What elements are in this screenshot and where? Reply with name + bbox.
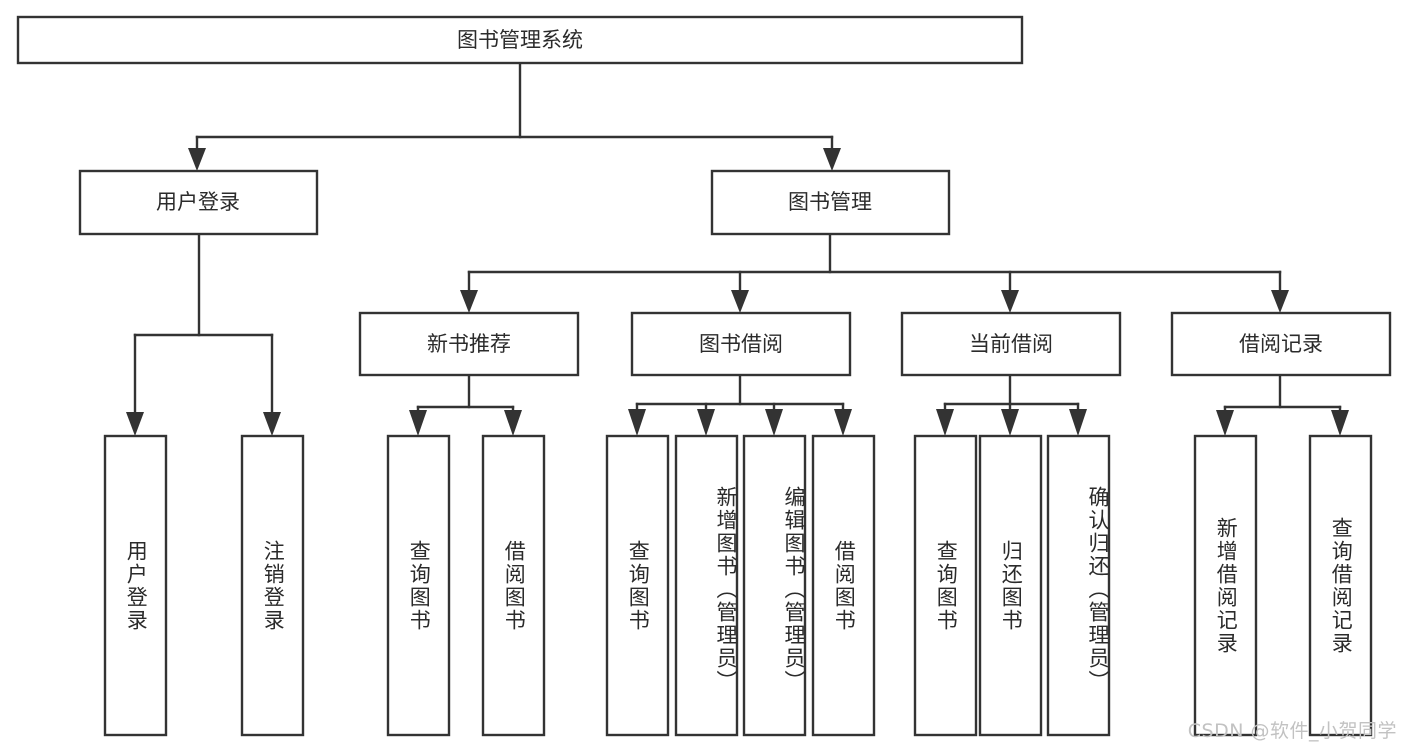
leaf-query-books-bb[interactable] <box>605 434 670 737</box>
csdn-watermark: CSDN @软件_小贺同学 <box>1187 720 1397 742</box>
node-book-management-label: 图书管理 <box>788 190 872 214</box>
node-borrow-records-label: 借阅记录 <box>1239 332 1323 356</box>
leaf-edit-book-admin[interactable] <box>742 434 807 737</box>
leaf-borrow-books-bb[interactable] <box>811 434 876 737</box>
node-book-borrow[interactable] <box>630 311 852 377</box>
arrowhead-br-leaf-2 <box>1331 410 1349 436</box>
arrowhead-current-borrow <box>1001 290 1019 313</box>
arrowhead-leaf-logout <box>263 412 281 436</box>
arrowhead-nb-leaf-1 <box>409 410 427 436</box>
leaf-borrow-books-nb[interactable] <box>481 434 546 737</box>
arrowhead-cb-leaf-2 <box>1001 409 1019 436</box>
leaf-user-login[interactable] <box>103 434 168 737</box>
node-user-login[interactable] <box>78 169 319 236</box>
node-current-borrow-label: 当前借阅 <box>969 332 1053 356</box>
node-current-borrow[interactable] <box>900 311 1122 377</box>
arrowhead-new-books <box>460 290 478 313</box>
node-new-book-recommend[interactable] <box>358 311 580 377</box>
arrowhead-book-borrow <box>731 290 749 313</box>
node-root-label: 图书管理系统 <box>457 28 583 52</box>
leaf-query-books-cb[interactable] <box>913 434 978 737</box>
arrowhead-br-leaf-1 <box>1216 410 1234 436</box>
leaf-query-books-nb[interactable] <box>386 434 451 737</box>
node-borrow-records[interactable] <box>1170 311 1392 377</box>
arrowhead-leaf-user-login <box>126 412 144 436</box>
arrowhead-nb-leaf-2 <box>504 410 522 436</box>
arrowhead-bb-leaf-1 <box>628 409 646 436</box>
arrowhead-user-login <box>188 148 206 171</box>
arrowhead-bb-leaf-2 <box>697 409 715 436</box>
arrowhead-bb-leaf-3 <box>765 409 783 436</box>
leaf-add-borrow-record[interactable] <box>1193 434 1258 737</box>
arrowhead-borrow-records <box>1271 290 1289 313</box>
arrowhead-cb-leaf-1 <box>936 409 954 436</box>
leaf-confirm-return-admin[interactable] <box>1046 434 1111 737</box>
leaf-logout[interactable] <box>240 434 305 737</box>
leaf-add-book-admin[interactable] <box>674 434 739 737</box>
leaf-query-borrow-record[interactable] <box>1308 434 1373 737</box>
connectors <box>126 61 1349 436</box>
node-book-borrow-label: 图书借阅 <box>699 332 783 356</box>
arrowhead-cb-leaf-3 <box>1069 409 1087 436</box>
arrowhead-bb-leaf-4 <box>834 409 852 436</box>
node-book-management[interactable] <box>710 169 951 236</box>
node-new-book-recommend-label: 新书推荐 <box>427 332 511 356</box>
leaf-return-books[interactable] <box>978 434 1043 737</box>
node-root[interactable] <box>16 15 1024 65</box>
arrowhead-book-mgmt <box>823 148 841 171</box>
node-user-login-label: 用户登录 <box>156 190 240 214</box>
